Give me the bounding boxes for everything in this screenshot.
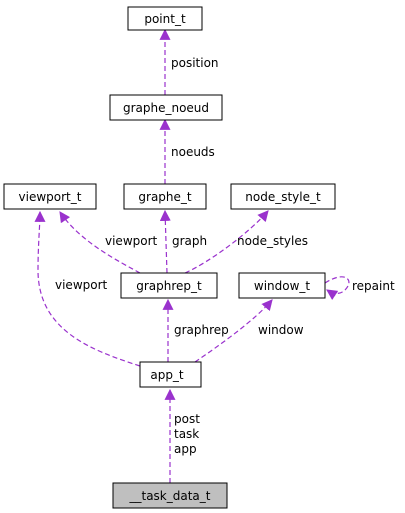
- node-label-graphrep_t: graphrep_t: [136, 279, 202, 293]
- node-graphe_noeud[interactable]: graphe_noeud: [109, 94, 223, 121]
- edge-label-graph: graph: [172, 234, 207, 248]
- edge-repaint: [324, 276, 350, 301]
- node-label-point_t: point_t: [144, 12, 186, 26]
- edge-label-post: post: [174, 412, 200, 426]
- edge-label-viewport-graphrep: viewport: [105, 234, 158, 248]
- node-label-graphe_t: graphe_t: [138, 190, 192, 204]
- node-label-graphe_noeud: graphe_noeud: [123, 101, 209, 115]
- edge-viewport-from-graphrep: [59, 211, 141, 274]
- edge-label-task: task: [174, 427, 199, 441]
- node-graphrep_t[interactable]: graphrep_t: [120, 272, 218, 299]
- node-graphe_t[interactable]: graphe_t: [123, 183, 207, 210]
- edge-label-noeuds: noeuds: [171, 145, 215, 159]
- node-label-window_t: window_t: [254, 279, 311, 293]
- node-label-viewport_t: viewport_t: [19, 190, 82, 204]
- node-label-node_style_t: node_style_t: [245, 190, 321, 204]
- edge-label-graphrep: graphrep: [174, 323, 229, 337]
- edge-label-node-styles: node_styles: [237, 234, 308, 248]
- edge-label-position: position: [171, 56, 219, 70]
- edge-graph: [159, 209, 171, 274]
- edges: [34, 28, 350, 483]
- node-viewport_t[interactable]: viewport_t: [3, 183, 97, 210]
- node-label-task_data_t: __task_data_t: [129, 489, 211, 503]
- node-label-app_t: app_t: [150, 368, 184, 382]
- edge-label-repaint: repaint: [352, 279, 395, 293]
- node-window_t[interactable]: window_t: [238, 272, 326, 299]
- node-task_data_t[interactable]: __task_data_t: [112, 482, 228, 509]
- node-app_t[interactable]: app_t: [139, 361, 202, 388]
- edge-label-window: window: [258, 323, 304, 337]
- node-node_style_t[interactable]: node_style_t: [230, 183, 336, 210]
- edge-node-styles: [184, 210, 269, 274]
- edge-viewport-from-app: [34, 210, 141, 367]
- edge-label-viewport-app: viewport: [55, 278, 108, 292]
- edge-labels: position noeuds viewport graph node_styl…: [55, 56, 395, 456]
- node-point_t[interactable]: point_t: [127, 6, 203, 31]
- edge-window: [194, 299, 273, 363]
- edge-label-app: app: [174, 442, 197, 456]
